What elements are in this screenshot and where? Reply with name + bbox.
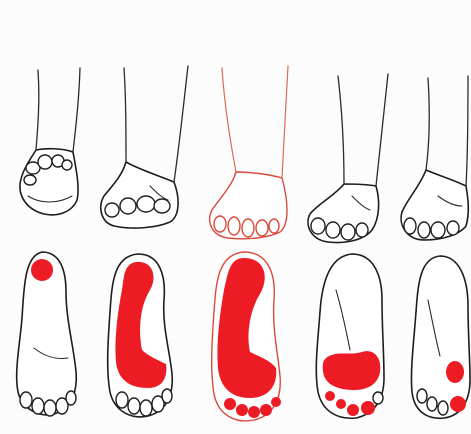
toe — [62, 160, 72, 170]
toe — [269, 219, 279, 233]
leg-line — [466, 76, 468, 186]
footprint-2 — [108, 254, 173, 417]
pressure-zone-toe — [325, 391, 335, 401]
toe — [341, 224, 355, 240]
toe — [116, 392, 128, 408]
pressure-zone-toe — [450, 396, 466, 412]
pressure-zone-toe — [271, 397, 281, 407]
leg-line — [338, 76, 344, 184]
toe — [32, 398, 44, 414]
toe — [214, 216, 226, 232]
footprint-5 — [411, 256, 470, 418]
leg-line — [36, 70, 39, 150]
toe — [24, 175, 36, 185]
pressure-zone — [31, 259, 53, 281]
pressure-zone-toe — [336, 399, 346, 409]
toe — [20, 392, 32, 408]
foot-shape — [101, 162, 178, 228]
toe — [137, 196, 155, 212]
pressure-zone-toe — [361, 401, 375, 415]
toe — [228, 217, 240, 235]
toe — [418, 222, 430, 238]
pressure-zone-toe — [224, 398, 236, 410]
toe — [373, 392, 383, 404]
toe — [427, 397, 437, 411]
leg-line — [426, 78, 429, 170]
leg-line — [376, 74, 388, 186]
toe — [256, 220, 268, 236]
side-view-foot-3 — [210, 66, 288, 239]
side-view-foot-5 — [401, 76, 468, 240]
leg-line — [282, 66, 288, 178]
toe — [38, 155, 52, 169]
toe — [128, 398, 140, 414]
pressure-zone-toe — [347, 404, 359, 416]
toe — [154, 199, 170, 213]
leg-line — [73, 68, 80, 152]
toe — [431, 222, 445, 238]
pressure-zone — [446, 361, 464, 383]
toe — [404, 218, 416, 234]
toe — [162, 389, 172, 403]
toe — [356, 223, 368, 237]
side-view-foot-4 — [308, 74, 388, 243]
footprint-4 — [316, 254, 384, 418]
side-view-foot-2 — [101, 66, 188, 228]
pressure-zone — [323, 351, 381, 390]
leg-line — [124, 68, 126, 162]
side-view-foot-1 — [20, 68, 80, 215]
leg-line — [222, 68, 236, 172]
toe — [438, 401, 448, 415]
toe — [417, 389, 427, 403]
footprint-1 — [17, 252, 77, 416]
footprint-3 — [212, 252, 281, 421]
toe — [326, 222, 340, 238]
leg-line — [174, 66, 188, 182]
toe — [120, 198, 136, 214]
toe — [242, 219, 254, 237]
toe — [140, 400, 152, 416]
toe — [105, 203, 119, 217]
toe — [44, 400, 56, 416]
toe — [447, 221, 459, 235]
pressure-zone-toe — [236, 404, 248, 416]
toe — [311, 218, 325, 234]
pressure-zone-toe — [260, 404, 272, 416]
pressure-zone-toe — [248, 406, 260, 418]
toe — [66, 391, 76, 405]
